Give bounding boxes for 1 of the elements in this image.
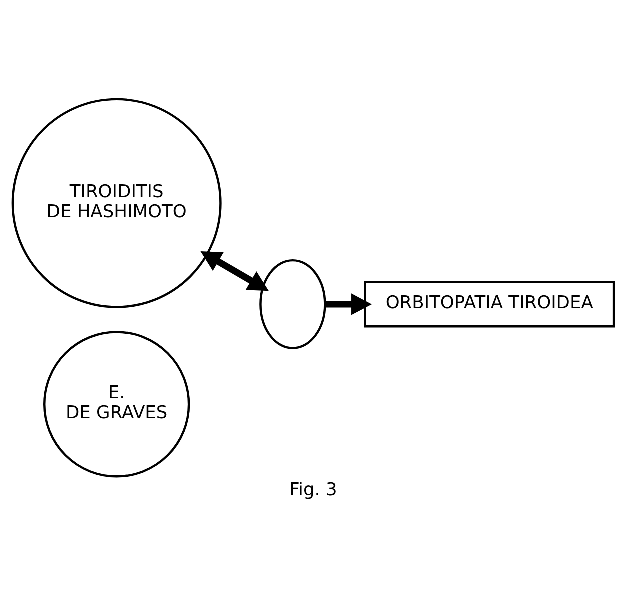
caption: Fig. 3: [290, 480, 338, 500]
